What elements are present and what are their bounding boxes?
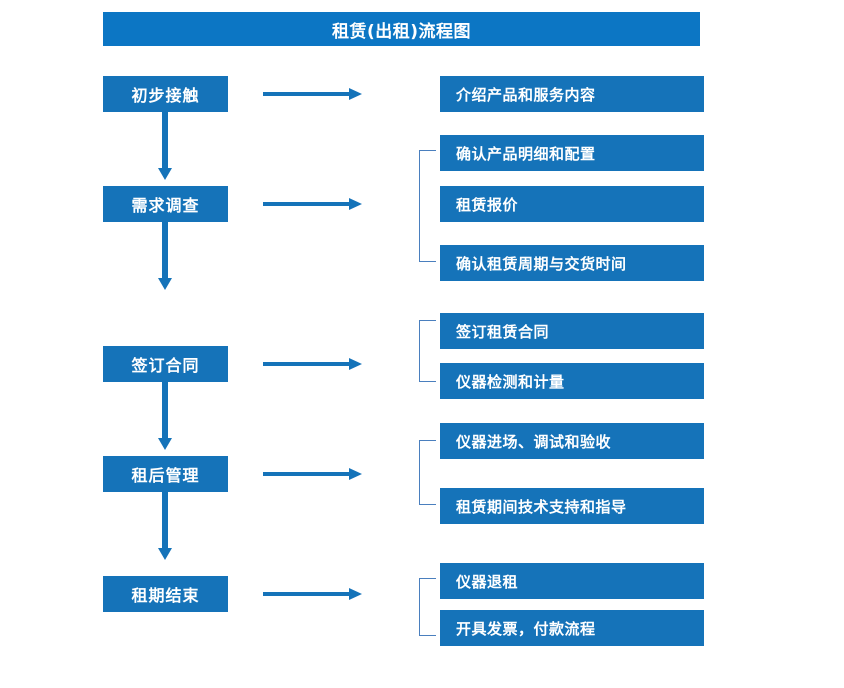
detail-box-technical-support[interactable]: 租赁期间技术支持和指导 bbox=[440, 488, 704, 524]
detail-box-instrument-inspection[interactable]: 仪器检测和计量 bbox=[440, 363, 704, 399]
stage-box-post-rental-management[interactable]: 租后管理 bbox=[103, 456, 228, 492]
stage-box-rental-end[interactable]: 租期结束 bbox=[103, 576, 228, 612]
detail-box-rental-quotation[interactable]: 租赁报价 bbox=[440, 186, 704, 222]
group-bracket-needs-survey bbox=[419, 150, 436, 262]
detail-box-confirm-product-spec[interactable]: 确认产品明细和配置 bbox=[440, 135, 704, 171]
group-bracket-sign-contract bbox=[419, 320, 436, 382]
stage-box-sign-contract[interactable]: 签订合同 bbox=[103, 346, 228, 382]
page-title: 租赁(出租)流程图 bbox=[103, 12, 700, 46]
arrow-right-icon bbox=[263, 356, 362, 372]
arrow-down-icon bbox=[156, 222, 174, 290]
detail-box-instrument-entry-commissioning[interactable]: 仪器进场、调试和验收 bbox=[440, 423, 704, 459]
detail-box-introduce-products[interactable]: 介绍产品和服务内容 bbox=[440, 76, 704, 112]
arrow-down-icon bbox=[156, 492, 174, 560]
stage-box-initial-contact[interactable]: 初步接触 bbox=[103, 76, 228, 112]
arrow-right-icon bbox=[263, 86, 362, 102]
arrow-right-icon bbox=[263, 466, 362, 482]
arrow-down-icon bbox=[156, 382, 174, 450]
stage-box-needs-survey[interactable]: 需求调查 bbox=[103, 186, 228, 222]
detail-box-invoice-payment[interactable]: 开具发票，付款流程 bbox=[440, 610, 704, 646]
arrow-down-icon bbox=[156, 112, 174, 180]
group-bracket-post-rental bbox=[419, 440, 436, 505]
arrow-right-icon bbox=[263, 196, 362, 212]
detail-box-instrument-return[interactable]: 仪器退租 bbox=[440, 563, 704, 599]
arrow-right-icon bbox=[263, 586, 362, 602]
group-bracket-rental-end bbox=[419, 578, 436, 636]
detail-box-sign-rental-contract[interactable]: 签订租赁合同 bbox=[440, 313, 704, 349]
detail-box-confirm-period-delivery[interactable]: 确认租赁周期与交货时间 bbox=[440, 245, 704, 281]
